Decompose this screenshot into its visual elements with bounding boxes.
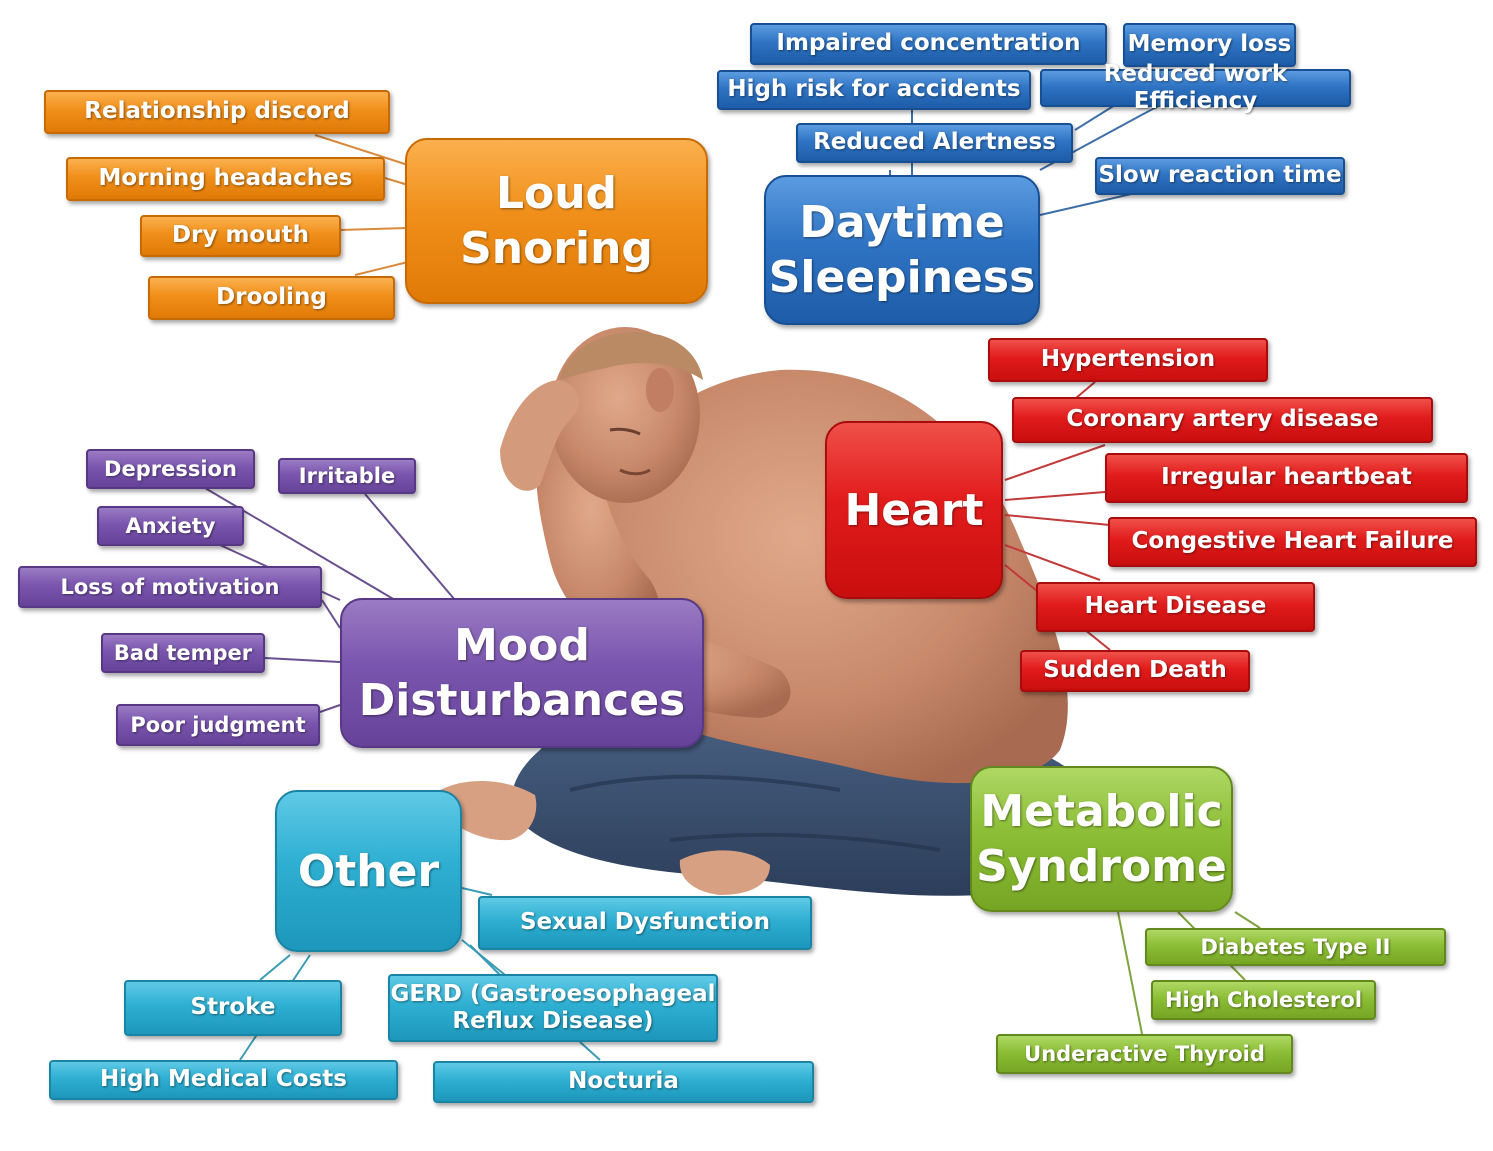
sleepiness-item: Impaired concentration bbox=[750, 23, 1107, 65]
metabolic-item: Diabetes Type II bbox=[1145, 928, 1446, 966]
hub-metabolic-syndrome: Metabolic Syndrome bbox=[970, 766, 1233, 912]
mood-item: Depression bbox=[86, 449, 255, 489]
other-item: GERD (Gastroesophageal Reflux Disease) bbox=[388, 974, 718, 1042]
sleepiness-item: Memory loss bbox=[1123, 23, 1296, 67]
item-label: Hypertension bbox=[1040, 346, 1216, 373]
hub-mood-disturbances: Mood Disturbances bbox=[340, 598, 704, 748]
snoring-item: Relationship discord bbox=[44, 90, 390, 134]
sleepiness-item: High risk for accidents bbox=[717, 70, 1031, 110]
metabolic-item: High Cholesterol bbox=[1151, 980, 1376, 1020]
item-label: High Cholesterol bbox=[1164, 987, 1363, 1012]
item-label: Reduced Alertness bbox=[813, 129, 1056, 156]
hub-label: Other bbox=[297, 845, 440, 897]
mood-item: Anxiety bbox=[97, 506, 244, 546]
hub-heart: Heart bbox=[825, 421, 1003, 599]
other-item: Stroke bbox=[124, 980, 342, 1036]
snoring-item: Dry mouth bbox=[140, 215, 341, 257]
item-label: Stroke bbox=[190, 994, 276, 1021]
heart-item: Coronary artery disease bbox=[1012, 397, 1433, 443]
hub-daytime-sleepiness: Daytime Sleepiness bbox=[764, 175, 1040, 325]
sleepiness-item: Reduced Alertness bbox=[796, 123, 1073, 163]
heart-item: Sudden Death bbox=[1020, 650, 1250, 692]
hub-loud-snoring: Loud Snoring bbox=[405, 138, 708, 304]
metabolic-item: Underactive Thyroid bbox=[996, 1034, 1293, 1074]
item-label: Relationship discord bbox=[84, 98, 350, 125]
item-label: Diabetes Type II bbox=[1200, 934, 1391, 959]
item-label: GERD (Gastroesophageal Reflux Disease) bbox=[390, 980, 716, 1034]
item-label: Memory loss bbox=[1127, 31, 1292, 58]
item-label: Morning headaches bbox=[98, 165, 353, 192]
heart-item: Hypertension bbox=[988, 338, 1268, 382]
mood-item: Irritable bbox=[278, 458, 416, 494]
item-label: Irritable bbox=[298, 463, 396, 488]
snoring-item: Drooling bbox=[148, 276, 395, 320]
item-label: Slow reaction time bbox=[1098, 162, 1342, 189]
item-label: Loss of motivation bbox=[60, 574, 280, 599]
item-label: Poor judgment bbox=[130, 712, 306, 737]
item-label: Congestive Heart Failure bbox=[1131, 528, 1454, 555]
hub-label: Heart bbox=[844, 484, 984, 536]
hub-label: Mood Disturbances bbox=[358, 620, 686, 726]
heart-item: Heart Disease bbox=[1036, 582, 1315, 632]
item-label: Anxiety bbox=[125, 513, 216, 538]
item-label: Coronary artery disease bbox=[1066, 406, 1379, 433]
hub-label: Daytime Sleepiness bbox=[768, 197, 1036, 303]
item-label: Impaired concentration bbox=[776, 30, 1081, 57]
heart-item: Irregular heartbeat bbox=[1105, 453, 1468, 503]
hub-label: Metabolic Syndrome bbox=[976, 786, 1227, 892]
other-item: Sexual Dysfunction bbox=[478, 896, 812, 950]
item-label: Heart Disease bbox=[1084, 593, 1267, 620]
item-label: Nocturia bbox=[568, 1068, 679, 1095]
item-label: Bad temper bbox=[113, 640, 253, 665]
item-label: Sudden Death bbox=[1043, 657, 1227, 684]
item-label: High Medical Costs bbox=[100, 1066, 347, 1093]
other-item: Nocturia bbox=[433, 1061, 814, 1103]
mood-item: Loss of motivation bbox=[18, 566, 322, 608]
heart-item: Congestive Heart Failure bbox=[1108, 517, 1477, 567]
other-item: High Medical Costs bbox=[49, 1060, 398, 1100]
sleepiness-item: Reduced work Efficiency bbox=[1040, 61, 1351, 114]
item-label: Underactive Thyroid bbox=[1024, 1041, 1265, 1066]
hub-other: Other bbox=[275, 790, 462, 952]
hub-label: Loud Snoring bbox=[460, 168, 653, 274]
mood-item: Poor judgment bbox=[116, 704, 320, 746]
item-label: Irregular heartbeat bbox=[1161, 464, 1412, 491]
item-label: Dry mouth bbox=[172, 222, 309, 249]
sleepiness-item: Slow reaction time bbox=[1095, 157, 1345, 195]
item-label: Sexual Dysfunction bbox=[519, 909, 770, 936]
snoring-item: Morning headaches bbox=[66, 157, 385, 201]
mood-item: Bad temper bbox=[101, 633, 265, 673]
item-label: Depression bbox=[104, 456, 237, 481]
item-label: Drooling bbox=[216, 284, 327, 311]
item-label: Reduced work Efficiency bbox=[1103, 60, 1288, 114]
item-label: High risk for accidents bbox=[727, 76, 1021, 103]
